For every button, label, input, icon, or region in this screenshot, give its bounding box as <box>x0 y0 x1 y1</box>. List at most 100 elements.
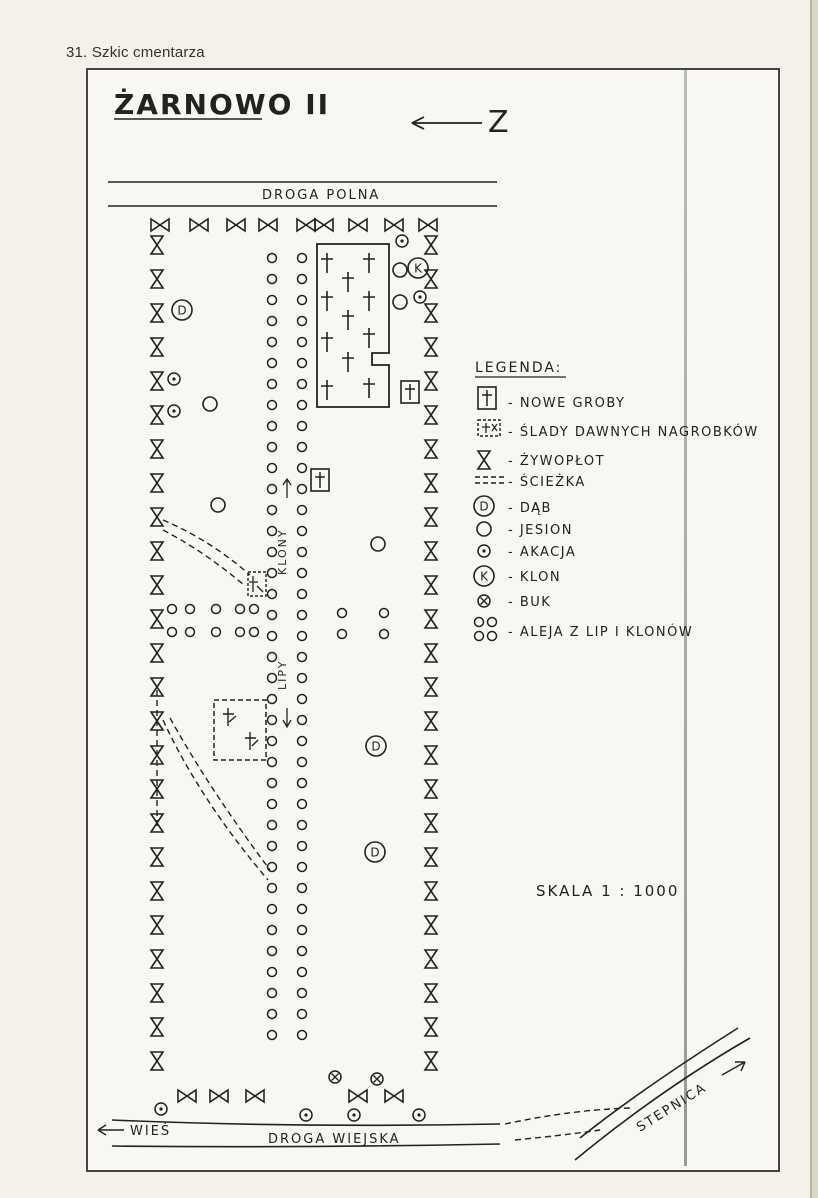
hedge-icon <box>424 541 438 561</box>
alley-tree-icon <box>296 714 308 726</box>
ash-tree-icon <box>202 396 218 412</box>
alley-tree-icon <box>266 588 278 600</box>
grave-cross-icon <box>362 327 376 349</box>
alley-tree-icon <box>266 924 278 936</box>
alley-tree-icon <box>266 630 278 642</box>
alley-tree-icon <box>296 966 308 978</box>
alley-tree-icon <box>266 777 278 789</box>
alley-tree-icon <box>296 1008 308 1020</box>
hedge-icon <box>424 949 438 969</box>
hedge-icon <box>424 371 438 391</box>
grave-cross-icon <box>341 309 355 331</box>
alley-tree-icon <box>266 357 278 369</box>
alley-tree-icon <box>266 483 278 495</box>
legend-label-alley: - ALEJA Z LIP I KLONÓW <box>508 624 693 640</box>
hedge-icon <box>384 1089 404 1103</box>
alley-tree-icon <box>266 756 278 768</box>
hedge-icon <box>424 779 438 799</box>
alley-tree-icon <box>266 315 278 327</box>
tree-alley <box>166 252 390 1041</box>
direction-village-label: WIEŚ <box>130 1123 171 1139</box>
hedge-icon <box>424 609 438 629</box>
legend-label-old-grave-traces: - ŚLADY DAWNYCH NAGROBKÓW <box>508 424 759 440</box>
grave-cross-icon <box>320 379 334 401</box>
hedge-icon <box>424 439 438 459</box>
alley-tree-icon <box>266 399 278 411</box>
hedge-icon <box>424 813 438 833</box>
legend-label-path: - ŚCIEŻKA <box>508 474 586 490</box>
hedge-icon <box>424 473 438 493</box>
oak-tree-icon <box>364 841 386 863</box>
alley-tree-icon <box>166 626 178 638</box>
alley-tree-icon <box>296 420 308 432</box>
hedge-icon <box>189 218 209 232</box>
grave-cross-icon <box>341 271 355 293</box>
arrow-right-icon <box>721 1061 746 1076</box>
hedge-icon <box>226 218 246 232</box>
hedge-icon <box>150 303 164 323</box>
new-grave-icon <box>400 380 420 404</box>
alley-tree-icon <box>296 651 308 663</box>
hedge-icon <box>424 881 438 901</box>
grave-cross-icon <box>362 377 376 399</box>
hedge-icon <box>150 1017 164 1037</box>
grave-cross-icon <box>362 290 376 312</box>
hedge-icon <box>150 235 164 255</box>
acacia-tree-icon <box>413 290 427 304</box>
circle-dot-icon <box>477 544 491 558</box>
alley-tree-icon <box>296 945 308 957</box>
alley-tree-icon <box>184 626 196 638</box>
arrow-left-icon <box>97 1124 124 1136</box>
hedge-icon <box>348 218 368 232</box>
north-arrow-icon <box>411 116 482 130</box>
alley-tree-icon <box>296 735 308 747</box>
dashed-cross-box-icon <box>477 419 501 437</box>
hedge-icon <box>150 1051 164 1071</box>
maple-tree-icon <box>407 257 429 279</box>
hedge-icon <box>424 643 438 663</box>
hedge-icon <box>384 218 404 232</box>
hedge-icon <box>258 218 278 232</box>
alley-tree-icon <box>296 546 308 558</box>
new-grave-icon <box>310 468 330 492</box>
hedge-icon <box>150 541 164 561</box>
alley-tree-icon <box>266 504 278 516</box>
alley-tree-icon <box>266 882 278 894</box>
cemetery-features <box>154 234 631 1141</box>
alley-tree-icon <box>266 945 278 957</box>
hedge-icon <box>424 983 438 1003</box>
north-letter: Z <box>488 105 509 140</box>
new-graves-area <box>316 243 390 408</box>
beech-tree-icon <box>328 1070 342 1084</box>
hedge-icon <box>424 847 438 867</box>
hedge-icon <box>150 949 164 969</box>
map-sheet <box>86 68 780 1172</box>
hedge-icon <box>296 218 316 232</box>
hedge-icon <box>424 677 438 697</box>
alley-tree-icon <box>234 603 246 615</box>
sheet-fold-line <box>684 70 687 1166</box>
alley-tree-icon <box>296 504 308 516</box>
ash-tree-icon <box>370 536 386 552</box>
legend-label-beech: - BUK <box>508 595 551 610</box>
figure-caption: 31. Szkic cmentarza <box>66 44 205 61</box>
alley-tree-icon <box>266 273 278 285</box>
alley-tree-icon <box>296 483 308 495</box>
alley-tree-icon <box>266 819 278 831</box>
acacia-tree-icon <box>299 1108 313 1122</box>
alley-tree-icon <box>266 693 278 705</box>
legend-label-hedge: - ŻYWOPŁOT <box>508 453 605 469</box>
grave-cross-icon <box>341 351 355 373</box>
hedge-icon <box>150 337 164 357</box>
hedge-icon <box>348 1089 368 1103</box>
alley-tree-icon <box>266 1029 278 1041</box>
hedge-icon <box>177 1089 197 1103</box>
alley-tree-icon <box>266 609 278 621</box>
alley-tree-icon <box>296 630 308 642</box>
alley-tree-icon <box>296 357 308 369</box>
alley-tree-icon <box>296 609 308 621</box>
hedge-icon <box>424 711 438 731</box>
alley-tree-icon <box>296 336 308 348</box>
road-bottom-label: DROGA WIEJSKA <box>268 1132 401 1147</box>
